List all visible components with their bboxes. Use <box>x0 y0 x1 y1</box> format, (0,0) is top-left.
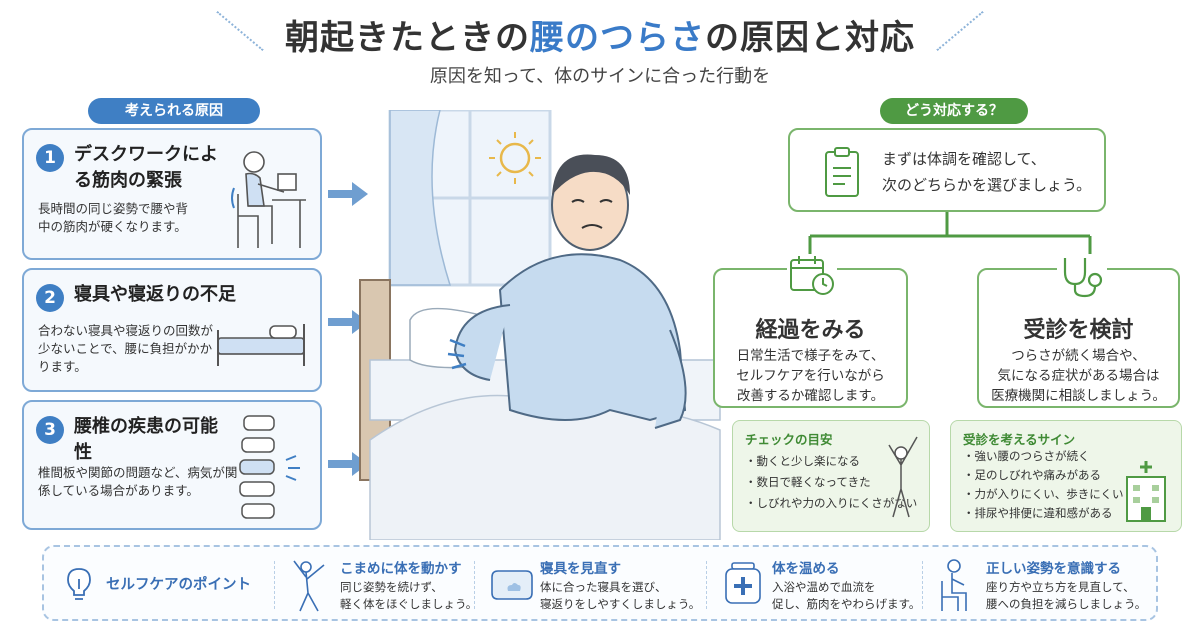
self-care-label: セルフケアのポイント <box>106 577 251 593</box>
tip-title: 寝具を見直す <box>540 561 621 577</box>
cause-body: 椎間板や関節の問題など、病気が関係している場合があります。 <box>38 465 238 498</box>
option-watch: 経過をみる 日常生活で様子をみて、 セルフケアを行いながら 改善するか確認します… <box>713 254 908 408</box>
option-title: 経過をみる <box>755 318 866 343</box>
option-body-line: 日常生活で様子をみて、 <box>736 348 885 364</box>
actions-label: どう対応する？ <box>880 98 1028 124</box>
branch-connector <box>803 212 1097 266</box>
option-body-line: セルフケアを行いながら <box>736 368 885 384</box>
spine-icon <box>239 415 300 519</box>
clipboard-icon <box>825 147 859 197</box>
cause-card-3: 3 腰椎の疾患の可能性 椎間板や関節の問題など、病気が関係している場合があります… <box>22 400 322 530</box>
seated-posture-icon <box>941 559 967 611</box>
arrow-right-icon <box>328 182 368 206</box>
check-criteria-box: チェックの目安 ・動くと少し楽になる ・数日で軽くなってきた ・しびれや力の入り… <box>732 420 930 532</box>
self-care-bar: セルフケアのポイント こまめに体を動かす 同じ姿勢を続けず、 軽く体をほぐしまし… <box>42 545 1158 621</box>
option-body-line: 医療機関に相談しましょう。 <box>991 388 1166 404</box>
tip-body-line: 同じ姿勢を続けず、 <box>340 580 443 594</box>
lightbulb-icon <box>67 568 91 600</box>
stretch-person-icon <box>293 560 325 612</box>
tip-body-line: 入浴や温めで血流を <box>772 580 876 594</box>
desk-worker-icon <box>231 151 306 248</box>
cause-number: 1 <box>36 144 64 172</box>
option-title: 受診を検討 <box>1023 318 1134 343</box>
stretching-person-icon <box>888 436 918 518</box>
bed-icon <box>217 324 305 366</box>
option-body-line: 改善するか確認します。 <box>736 388 885 404</box>
cause-card-1: 1 デスクワークによる筋肉の緊張 長時間の同じ姿勢で腰や背中の筋肉が硬くなります… <box>22 128 322 260</box>
page-title: 朝起きたときの腰のつらさの原因と対応 <box>285 18 915 58</box>
cause-body: 合わない寝具や寝返りの回数が少ないことで、腰に負担がかかります。 <box>38 323 214 374</box>
first-step-line2: 次のどちらかを選びましょう。 <box>882 176 1092 194</box>
cause-card-2: 2 寝具や寝返りの不足 合わない寝具や寝返りの回数が少ないことで、腰に負担がかか… <box>22 268 322 392</box>
tip-title: 正しい姿勢を意識する <box>986 561 1121 577</box>
title-highlight: 腰のつらさ <box>530 18 705 58</box>
check-criteria-title: チェックの目安 <box>745 432 833 447</box>
sign-item: ・力が入りにくい、歩きにくい <box>963 487 1124 501</box>
check-item: ・数日で軽くなってきた <box>745 475 871 489</box>
sign-item: ・排尿や排便に違和感がある <box>963 506 1113 520</box>
option-consult: 受診を検討 つらさが続く場合や、 気になる症状がある場合は 医療機関に相談しまし… <box>977 254 1180 408</box>
first-step-line1: まずは体調を確認して、 <box>882 150 1046 168</box>
divider <box>274 561 275 609</box>
divider <box>474 561 475 609</box>
cause-number: 3 <box>36 416 64 444</box>
divider <box>922 561 923 609</box>
cause-title: デスクワークによる筋肉の緊張 <box>74 144 218 191</box>
check-item: ・動くと少し楽になる <box>745 454 860 468</box>
cause-title: 腰椎の疾患の可能性 <box>74 416 218 463</box>
calendar-clock-icon <box>787 254 837 298</box>
tip-body-line: 寝返りをしやすくしましょう。 <box>540 597 701 611</box>
sign-item: ・強い腰のつらさが続く <box>963 449 1090 463</box>
tip-body-line: 体に合った寝具を選び、 <box>540 580 667 594</box>
cause-title: 寝具や寝返りの不足 <box>74 284 236 305</box>
cause-number: 2 <box>36 284 64 312</box>
consult-signs-title: 受診を考えるサイン <box>963 432 1076 447</box>
hospital-icon <box>1126 461 1166 522</box>
option-body-line: 気になる症状がある場合は <box>997 368 1160 384</box>
warm-pack-icon <box>725 562 761 604</box>
tip-body-line: 座り方や立ち方を見直して、 <box>986 580 1135 594</box>
stethoscope-icon <box>1057 254 1107 298</box>
tip-title: こまめに体を動かす <box>340 561 462 577</box>
arrow-right-icon <box>328 310 368 334</box>
divider <box>706 561 707 609</box>
consult-signs-box: 受診を考えるサイン ・強い腰のつらさが続く ・足のしびれや痛みがある ・力が入り… <box>950 420 1182 532</box>
page-subtitle: 原因を知って、体のサインに合った行動を <box>429 66 771 87</box>
tip-title: 体を温める <box>772 561 840 577</box>
tip-body-line: 促し、筋肉をやわらげます。 <box>772 597 921 611</box>
causes-label: 考えられる原因 <box>88 98 260 124</box>
tip-body-line: 軽く体をほぐしましょう。 <box>340 597 478 611</box>
tip-body-line: 腰への負担を減らしましょう。 <box>986 597 1147 611</box>
man-with-back-pain-illustration <box>359 110 721 540</box>
cause-body: 長時間の同じ姿勢で腰や背中の筋肉が硬くなります。 <box>38 201 189 234</box>
option-body-line: つらさが続く場合や、 <box>1011 348 1146 364</box>
pillow-icon <box>491 570 533 600</box>
first-step-box: まずは体調を確認して、 次のどちらかを選びましょう。 <box>788 128 1106 212</box>
arrow-right-icon <box>328 452 368 476</box>
sign-item: ・足のしびれや痛みがある <box>963 468 1101 482</box>
check-item: ・しびれや力の入りにくさがない <box>745 496 918 510</box>
